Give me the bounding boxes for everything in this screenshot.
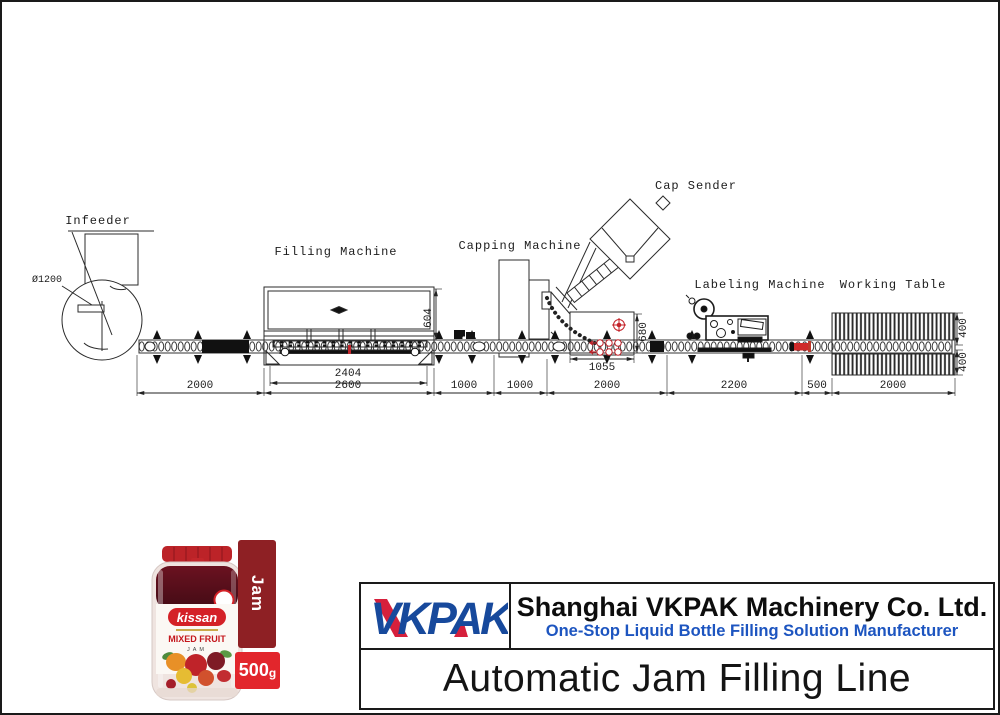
jar-graphic: kissan MIXED FRUIT JAM [151, 546, 243, 701]
dim-capping: 2000 [593, 380, 621, 392]
logo-text: VKPAK [370, 593, 508, 644]
company-tagline: One-Stop Liquid Bottle Filling Solution … [545, 621, 959, 640]
conveyor [138, 339, 953, 354]
working-table-label: Working Table [839, 278, 947, 292]
jar-variant: MIXED FRUIT [168, 634, 226, 644]
production-line-drawing [61, 195, 963, 396]
weight-value: 500 [238, 660, 269, 680]
filling-machine-label: Filling Machine [274, 245, 398, 259]
jam-banner-text: Jam [248, 575, 267, 613]
weight-unit: g [268, 666, 277, 680]
company-cell: Shanghai VKPAK Machinery Co. Ltd. One-St… [511, 584, 993, 648]
footer-info-box: VKPAK Shanghai VKPAK Machinery Co. Ltd. … [359, 582, 995, 710]
dim-filling-outer: 2600 [334, 380, 362, 392]
dim-cap-box: 1055 [588, 362, 616, 374]
logo-cell: VKPAK [361, 584, 511, 648]
dim-table: 2000 [879, 380, 907, 392]
conveyor-red-stop [808, 341, 811, 352]
infeeder-label: Infeeder [65, 214, 131, 228]
dim-labeling: 2200 [720, 380, 748, 392]
dim-gap1: 1000 [450, 380, 478, 392]
cap-sorter-box [569, 311, 635, 356]
infeeder-diameter-label: Ø1200 [31, 275, 63, 286]
dim-cap-box-height: 680 [638, 322, 650, 342]
dim-filling-height: 604 [423, 308, 435, 328]
infeeder-turntable [61, 230, 154, 361]
logo-red-accent [454, 620, 468, 637]
filling-machine [263, 286, 435, 366]
dim-infeed: 2000 [186, 380, 214, 392]
jar-fruit-art [156, 650, 238, 697]
dim-filling-inner: 2404 [334, 368, 362, 380]
line-title: Automatic Jam Filling Line [442, 657, 912, 700]
labeled-bottle [790, 342, 808, 351]
transfer-unit [454, 330, 475, 340]
jar-brand: kissan [177, 610, 218, 625]
dim-table-upper: 400 [958, 318, 970, 338]
dimension-lines [136, 288, 963, 396]
dim-gap2: 1000 [506, 380, 534, 392]
dim-table-lower: 400 [958, 352, 970, 372]
dim-gap3: 500 [807, 380, 827, 392]
cap-sender-body [555, 195, 671, 311]
logo-red-stroke [374, 599, 408, 637]
footer-top-row: VKPAK Shanghai VKPAK Machinery Co. Ltd. … [361, 584, 993, 650]
capping-machine-label: Capping Machine [458, 239, 582, 253]
vkpak-logo: VKPAK [370, 593, 508, 644]
labeling-machine-label: Labeling Machine [694, 278, 826, 292]
cap-sender-label: Cap Sender [654, 179, 738, 193]
labeling-machine [685, 294, 772, 362]
footer-title-row: Automatic Jam Filling Line [361, 650, 993, 708]
working-table [831, 312, 956, 376]
jar-type: JAM [187, 647, 207, 653]
company-name: Shanghai VKPAK Machinery Co. Ltd. [516, 591, 988, 622]
jam-banner: Jam [238, 540, 276, 648]
